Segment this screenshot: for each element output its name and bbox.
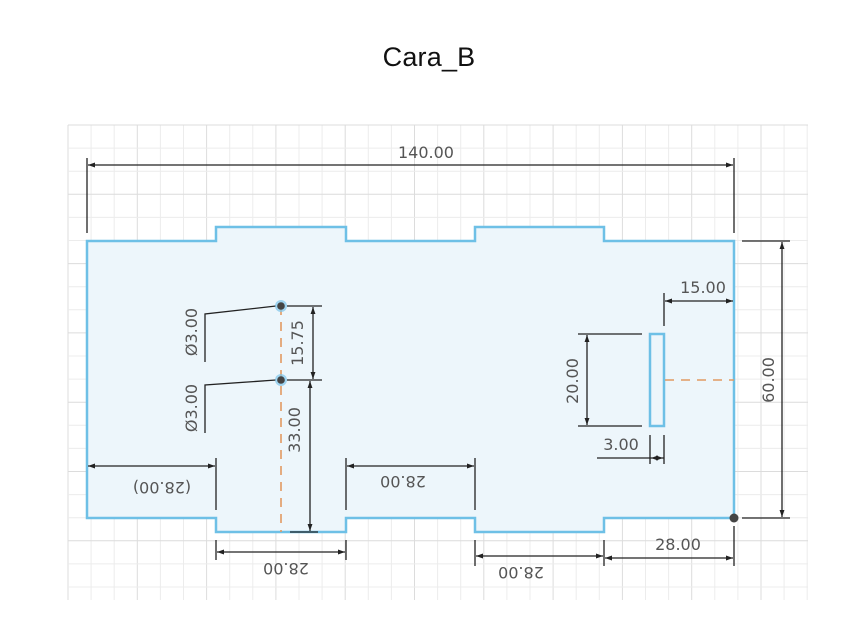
dim-right-segment-bottom[interactable]: 28.00 (605, 526, 735, 566)
dim-overall-width[interactable]: 140.00 (86, 143, 735, 233)
slot-rectangle[interactable] (648, 332, 666, 428)
dim-left-segment-ref[interactable]: (28.00) (88, 458, 217, 510)
dim-slot-width[interactable]: 3.00 (597, 435, 665, 464)
dim-label: 20.00 (563, 358, 582, 404)
dim-label: (28.00) (133, 478, 191, 497)
dim-label: 60.00 (759, 357, 778, 403)
dim-label: 140.00 (398, 143, 454, 162)
dim-label: 33.00 (285, 407, 304, 453)
dim-hole-height[interactable]: 33.00 (285, 381, 318, 533)
dim-label: 28.00 (498, 563, 544, 582)
dim-slot-height[interactable]: 20.00 (563, 333, 642, 427)
dim-label: Ø3.00 (182, 308, 201, 356)
dim-label: 28.00 (655, 535, 701, 554)
dim-overall-height[interactable]: 60.00 (742, 240, 790, 519)
dim-label: 3.00 (603, 435, 639, 454)
dim-label: 15.00 (680, 278, 726, 297)
sketch-title: Cara_B (382, 42, 476, 72)
dim-label: 28.00 (380, 472, 426, 491)
sketch-origin-point[interactable] (729, 513, 739, 523)
dim-hole-diameter-upper[interactable]: Ø3.00 (182, 305, 277, 362)
dim-label: 28.00 (263, 559, 309, 578)
dim-label: Ø3.00 (182, 384, 201, 432)
dim-hole-diameter-lower[interactable]: Ø3.00 (182, 379, 277, 433)
hole-upper[interactable] (275, 300, 287, 312)
hole-lower[interactable] (275, 374, 287, 386)
dim-label: 15.75 (288, 320, 307, 366)
dim-right-tab-bottom[interactable]: 28.00 (474, 540, 605, 582)
dim-hole-spacing[interactable]: 15.75 (287, 305, 322, 381)
dim-slot-offset[interactable]: 15.00 (663, 278, 733, 326)
dim-left-tab-bottom[interactable]: 28.00 (215, 540, 347, 578)
dim-middle-gap[interactable]: 28.00 (345, 458, 476, 510)
